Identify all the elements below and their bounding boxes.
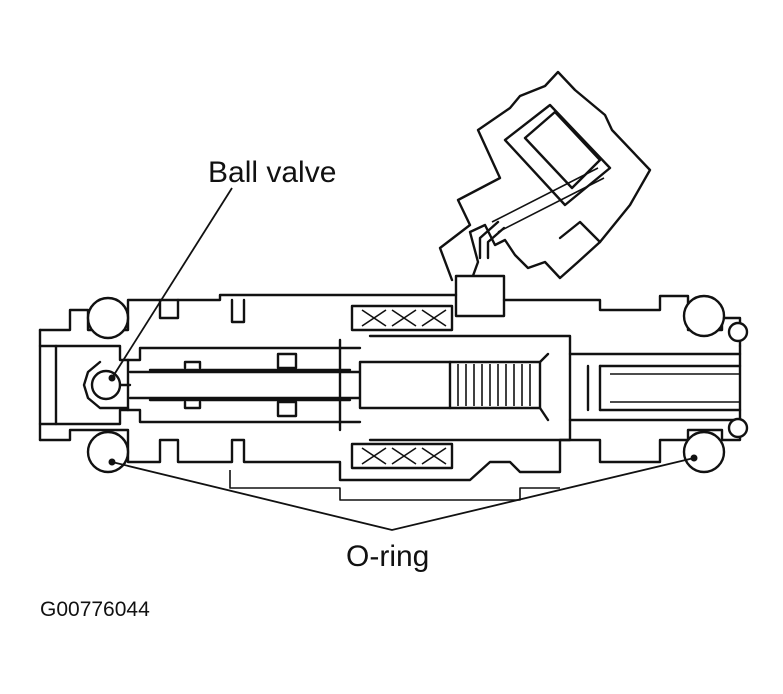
needle-shaft: [128, 352, 362, 418]
o-ring-label: O-ring: [346, 540, 429, 573]
o-ring-leader-dot-right: [690, 454, 698, 462]
o-ring-bottom-right: [682, 430, 726, 474]
nozzle-tip: [38, 344, 362, 426]
o-ring-small-top: [727, 321, 749, 343]
o-ring-bottom-left: [86, 430, 130, 474]
ball-valve-leader-line: [111, 187, 233, 379]
armature: [338, 334, 572, 442]
ball-valve-label: Ball valve: [208, 156, 336, 189]
connector-housing: [438, 70, 652, 286]
figure-code: G00776044: [40, 598, 150, 621]
o-ring-top-left: [86, 296, 130, 340]
solenoid-coil: [350, 304, 454, 470]
o-ring-small-bottom: [727, 417, 749, 439]
o-ring-leader-dot-left: [108, 458, 116, 466]
ball-valve: [82, 360, 132, 410]
o-ring-top-right: [682, 294, 726, 338]
o-ring-leader-lines: [111, 457, 695, 531]
fuel-inlet: [538, 352, 742, 422]
terminal-wire: [454, 220, 506, 318]
ball-valve-leader-dot: [108, 374, 116, 382]
